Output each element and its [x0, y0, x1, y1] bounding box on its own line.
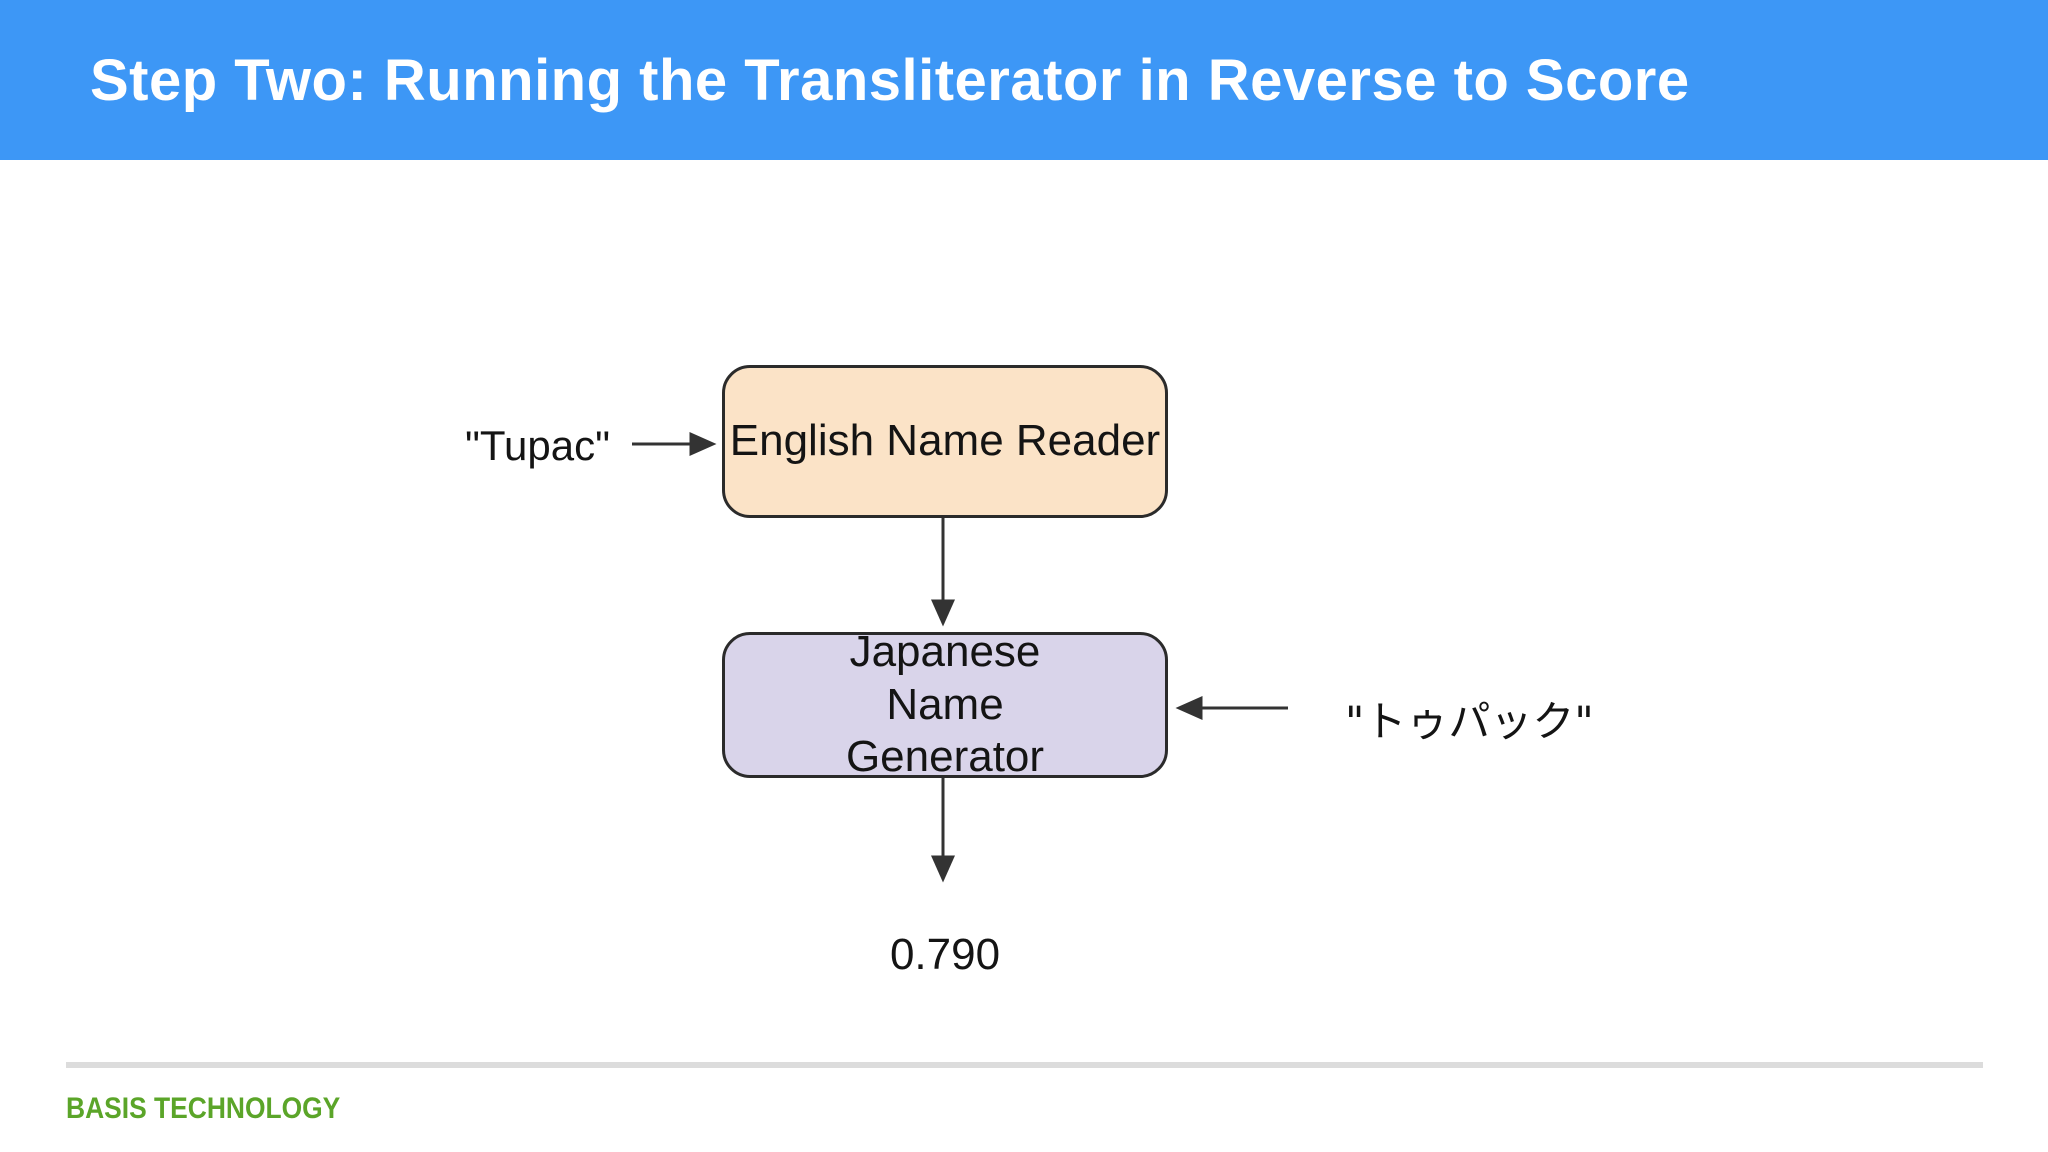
- title-bar: Step Two: Running the Transliterator in …: [0, 0, 2048, 160]
- flowchart: "Tupac" English Name Reader Japanese Nam…: [0, 160, 2048, 1060]
- reverse-input-label-katakana: "トゥパック": [1345, 697, 1594, 746]
- node-japanese-name-generator: Japanese Name Generator: [722, 627, 1168, 781]
- arrow-layer: [632, 432, 1288, 883]
- node-label: Japanese Name Generator: [845, 626, 1045, 782]
- node-label: English Name Reader: [729, 416, 1161, 466]
- basis-technology-logo: BASIS TECHNOLOGY: [66, 1092, 341, 1125]
- input-label-tupac: "Tupac": [465, 422, 610, 469]
- score-value: 0.790: [889, 930, 1001, 979]
- slide-title: Step Two: Running the Transliterator in …: [90, 47, 1690, 113]
- node-english-name-reader: English Name Reader: [722, 365, 1168, 518]
- footer-divider: [66, 1062, 1983, 1068]
